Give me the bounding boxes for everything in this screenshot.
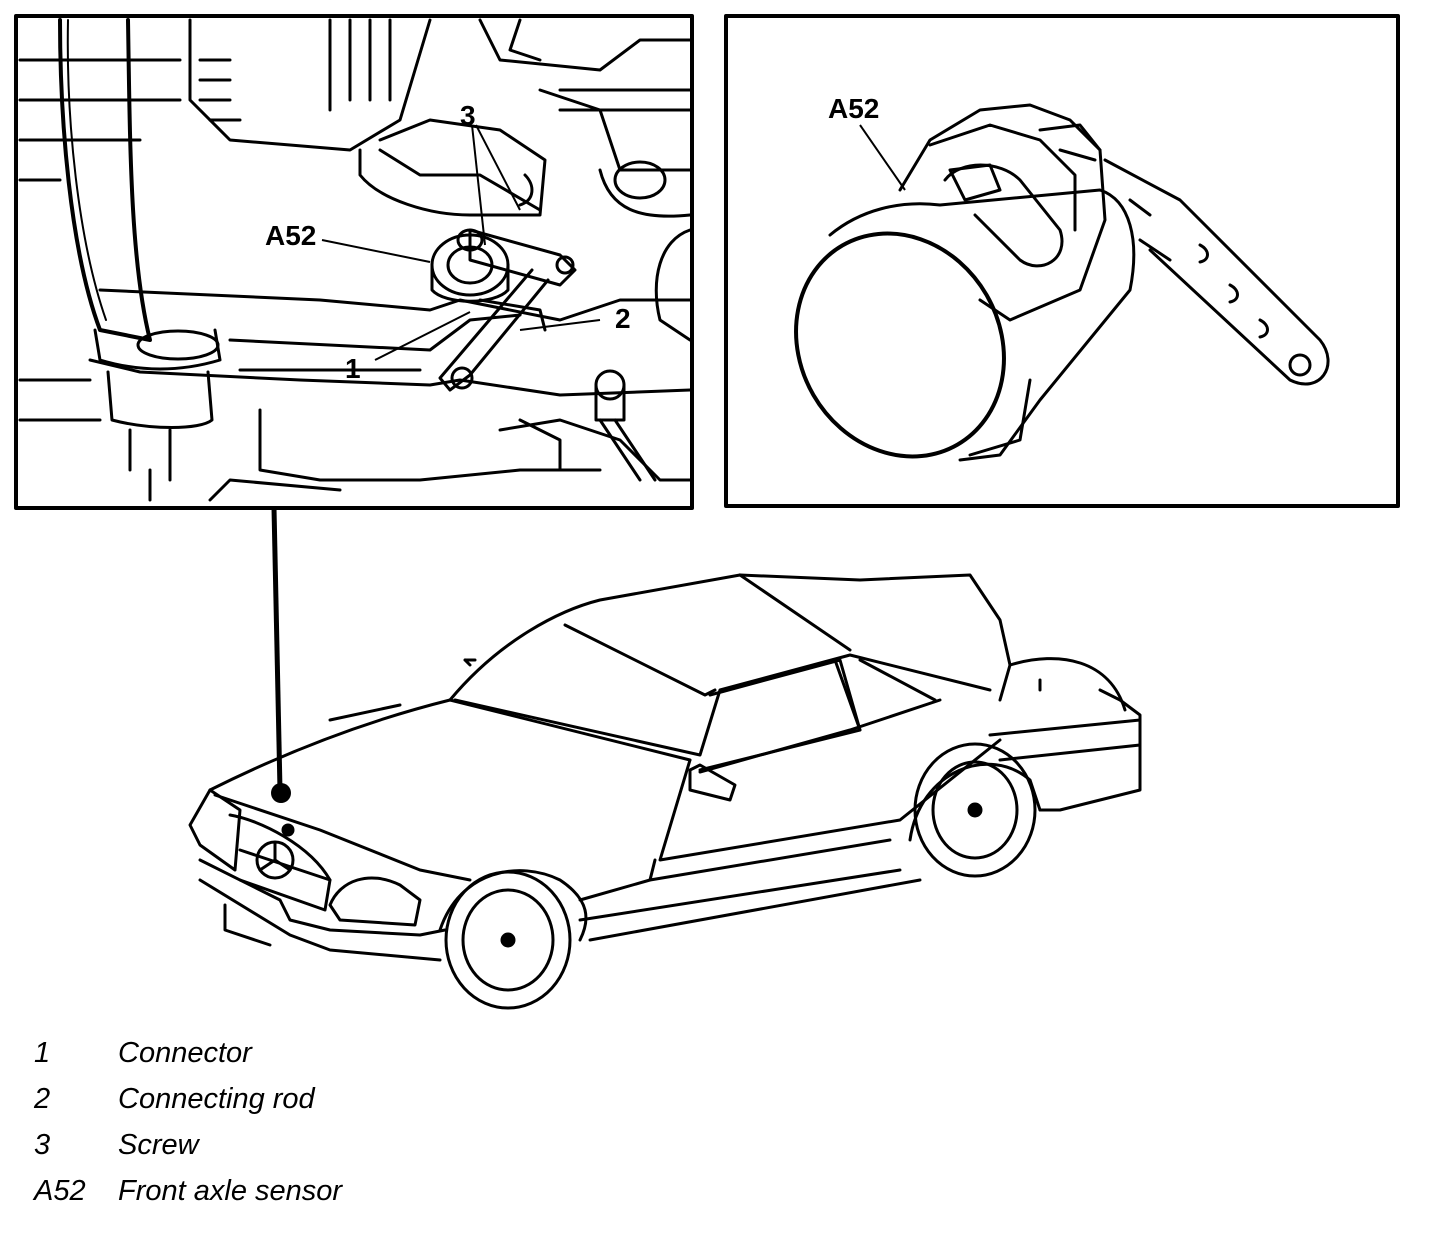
- legend-text: Connecting rod: [118, 1082, 315, 1115]
- legend-row: 3 Screw: [34, 1122, 634, 1168]
- legend-row: 1 Connector: [34, 1030, 634, 1076]
- legend-row: A52 Front axle sensor: [34, 1168, 634, 1214]
- detail-leader-lines: [321, 124, 601, 361]
- callout-detail-sensor: A52: [265, 220, 316, 251]
- car-illustration: [188, 573, 1142, 1010]
- callout-detail-screw: 3: [460, 100, 476, 131]
- legend-key: 2: [34, 1082, 51, 1115]
- callout-detail-connector: 1: [345, 353, 361, 384]
- legend-text: Front axle sensor: [118, 1174, 343, 1207]
- legend: 1 Connector 2 Connecting rod 3 Screw A52…: [34, 1030, 634, 1214]
- legend-row: 2 Connecting rod: [34, 1076, 634, 1122]
- connecting-rod: [468, 228, 577, 287]
- hose: [58, 18, 152, 342]
- legend-key: 3: [34, 1128, 51, 1161]
- detail-frame: [14, 14, 694, 510]
- legend-text: Connector: [118, 1036, 252, 1069]
- pointer-line: [271, 507, 283, 791]
- engine-detail-panel: [14, 14, 694, 510]
- diagram-canvas: 3 A52 2 1 A52: [14, 14, 1400, 1010]
- inset-frame: [724, 14, 1400, 508]
- sensor-face: [794, 231, 1006, 459]
- callout-inset-sensor: A52: [828, 93, 879, 124]
- sensor-inset-panel: [724, 14, 1400, 508]
- sensor-lever: [1103, 158, 1330, 386]
- callout-detail-connecting-rod: 2: [615, 303, 631, 334]
- sensor-location-marker: [271, 783, 291, 803]
- inset-leader-line: [859, 124, 906, 191]
- legend-key: A52: [34, 1174, 86, 1207]
- legend-text: Screw: [118, 1128, 199, 1161]
- legend-key: 1: [34, 1036, 51, 1069]
